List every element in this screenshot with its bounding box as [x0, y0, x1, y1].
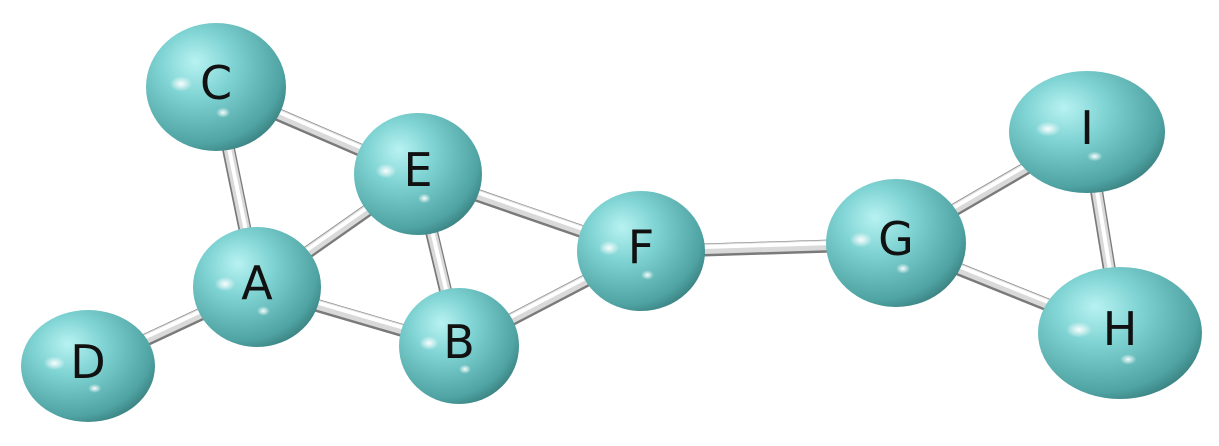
node-sphere	[577, 191, 705, 311]
node-specular-highlight	[849, 232, 873, 248]
node-specular-highlight	[257, 306, 270, 316]
node-specular-highlight	[641, 270, 654, 280]
node-F: F	[577, 191, 705, 311]
node-sphere	[826, 179, 966, 307]
node-label: I	[1080, 101, 1094, 155]
node-C: C	[146, 23, 286, 151]
node-label: H	[1103, 302, 1138, 356]
node-specular-highlight	[375, 163, 397, 179]
node-specular-highlight	[418, 193, 431, 204]
node-specular-highlight	[419, 336, 439, 351]
node-specular-highlight	[598, 240, 620, 256]
node-label: D	[70, 335, 105, 389]
node-specular-highlight	[216, 107, 230, 118]
node-A: A	[193, 227, 321, 347]
node-sphere	[1038, 267, 1202, 399]
node-I: I	[1009, 71, 1165, 193]
node-sphere	[146, 23, 286, 151]
node-specular-highlight	[88, 383, 102, 393]
node-specular-highlight	[1065, 321, 1093, 338]
node-sphere	[354, 113, 482, 235]
node-layer: A B C D E F G H I	[21, 23, 1202, 422]
node-label: B	[443, 315, 475, 369]
node-sphere	[21, 310, 155, 422]
node-D: D	[21, 310, 155, 422]
node-B: B	[399, 288, 519, 404]
node-specular-highlight	[169, 76, 193, 92]
node-specular-highlight	[896, 263, 910, 274]
node-sphere	[399, 288, 519, 404]
node-specular-highlight	[43, 356, 66, 370]
node-H: H	[1038, 267, 1202, 399]
node-label: F	[628, 220, 654, 274]
node-sphere	[193, 227, 321, 347]
node-specular-highlight	[459, 364, 471, 374]
node-label: C	[200, 56, 232, 110]
node-sphere	[1009, 71, 1165, 193]
node-label: E	[403, 143, 432, 197]
node-G: G	[826, 179, 966, 307]
node-specular-highlight	[1120, 354, 1137, 365]
node-label: A	[241, 256, 273, 310]
node-specular-highlight	[214, 276, 236, 292]
node-E: E	[354, 113, 482, 235]
node-specular-highlight	[1035, 121, 1061, 137]
node-specular-highlight	[1087, 151, 1103, 162]
node-label: G	[878, 212, 914, 266]
